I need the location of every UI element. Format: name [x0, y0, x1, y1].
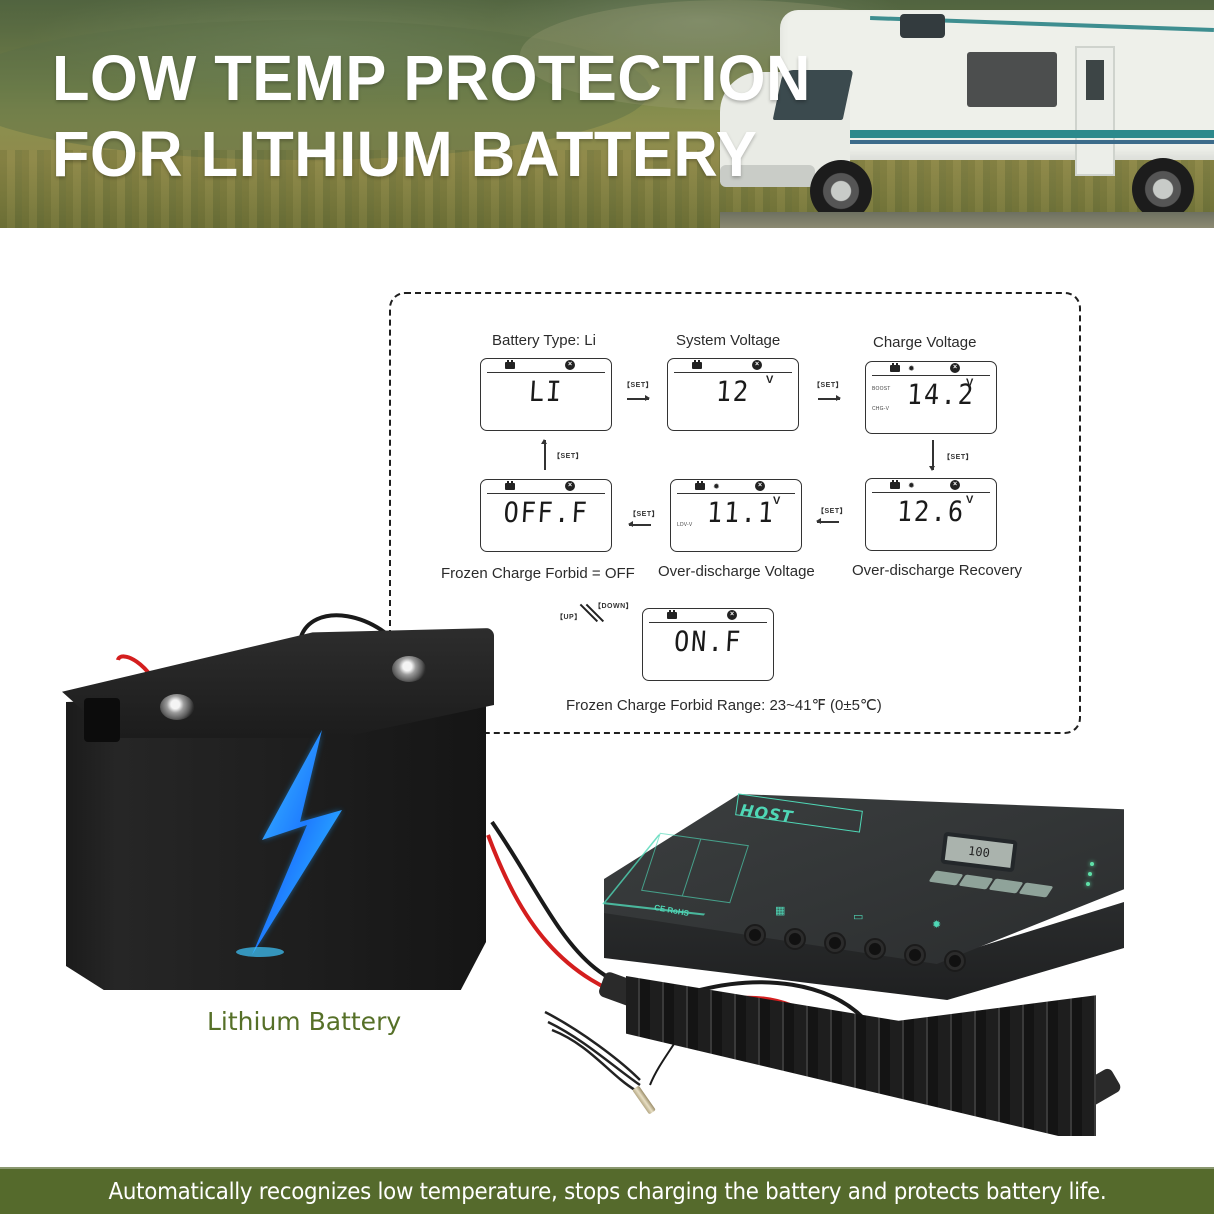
fault-icon: × [565, 481, 575, 491]
status-led [1090, 862, 1094, 866]
lithium-battery-image [62, 620, 494, 992]
set-key-label: 【SET】 [623, 382, 654, 389]
up-key-label: 【UP】 [556, 614, 582, 621]
down-key-label: 【DOWN】 [594, 603, 634, 610]
fault-icon: × [755, 481, 765, 491]
step-label-over-discharge-recovery: Over-discharge Recovery [852, 562, 1023, 579]
status-led [1088, 872, 1092, 876]
battery-icon [890, 480, 900, 489]
hero-title-line-2: FOR LITHIUM BATTERY [52, 118, 758, 190]
lcd-over-discharge-voltage: ✹ × LDV-V 11.1 V [670, 479, 802, 552]
sun-icon: ✹ [908, 481, 915, 490]
battery-terminal-icon: ▭ [853, 911, 864, 923]
battery-icon [667, 610, 677, 619]
step-label-charge-voltage: Charge Voltage [873, 334, 977, 351]
lcd-value: OFF.F [502, 496, 590, 529]
rv-image [720, 0, 1214, 228]
lcd-charge-voltage: ✹ × BOOST CHG-V 14.2 V [865, 361, 997, 434]
load-neg-port [944, 950, 966, 972]
heatsink-fins [626, 976, 1096, 1136]
step-label-battery-type: Battery Type: Li [492, 332, 596, 349]
arrow-down-icon [929, 440, 935, 471]
positive-terminal [160, 694, 194, 720]
battery-pos-port [824, 932, 846, 954]
lcd-value: 14.2 [906, 378, 977, 411]
battery-icon [695, 481, 705, 490]
solar-charge-controller-image: HOST CE RoHS 100 ▦ ▭ ✹ [560, 780, 1140, 1160]
solar-neg-port [784, 928, 806, 950]
sun-icon: ✹ [713, 482, 720, 491]
set-key-label: 【SET】 [629, 511, 660, 518]
lcd-unit: V [966, 494, 974, 506]
battery-caption: Lithium Battery [207, 1007, 402, 1036]
set-key-label: 【SET】 [817, 508, 848, 515]
arrow-right-icon [818, 395, 841, 401]
lcd-value: LI [528, 375, 565, 408]
spec-table [641, 832, 749, 904]
lcd-value: ON.F [673, 625, 744, 658]
fault-icon: × [950, 480, 960, 490]
lcd-unit: V [766, 374, 774, 386]
arrow-left-icon [628, 521, 651, 527]
battery-neg-port [864, 938, 886, 960]
battery-icon [505, 481, 515, 490]
hero-banner: LOW TEMP PROTECTION FOR LITHIUM BATTERY [0, 0, 1214, 228]
lcd-tag-chg-v: CHG-V [872, 406, 890, 412]
status-led [1086, 882, 1090, 886]
solar-pos-port [744, 924, 766, 946]
lcd-unit: V [966, 377, 974, 389]
load-pos-port [904, 944, 926, 966]
fault-icon: × [950, 363, 960, 373]
arrow-right-icon [627, 395, 650, 401]
lcd-tag-boost: BOOST [872, 386, 891, 392]
lcd-tag-ldv-v: LDV-V [677, 522, 693, 528]
footer-banner: Automatically recognizes low temperature… [0, 1167, 1214, 1214]
lcd-system-voltage: × 12 V [667, 358, 799, 431]
set-key-label: 【SET】 [813, 382, 844, 389]
solar-panel-icon: ▦ [775, 905, 786, 917]
step-label-over-discharge-voltage: Over-discharge Voltage [658, 563, 815, 580]
hero-title: LOW TEMP PROTECTION FOR LITHIUM BATTERY [52, 40, 820, 192]
lightning-bolt-icon [236, 730, 342, 957]
battery-icon [890, 363, 900, 372]
lcd-battery-type: × LI [480, 358, 612, 431]
fault-icon: × [752, 360, 762, 370]
set-key-label: 【SET】 [553, 453, 584, 460]
hero-title-line-1: LOW TEMP PROTECTION [52, 42, 811, 114]
lcd-frozen-charge-forbid: × OFF.F [480, 479, 612, 552]
controller-lcd-reading: 100 [944, 836, 1014, 868]
arrow-left-icon [816, 518, 839, 524]
fault-icon: × [565, 360, 575, 370]
step-label-frozen-charge-forbid: Frozen Charge Forbid = OFF [441, 565, 635, 582]
sun-icon: ✹ [908, 364, 915, 373]
lcd-over-discharge-recovery: ✹ × 12.6 V [865, 478, 997, 551]
settings-flow-diagram: Battery Type: Li × LI 【SET】 System Volta… [389, 292, 1081, 734]
lcd-value: 12 [715, 375, 752, 408]
lcd-unit: V [773, 495, 781, 507]
negative-terminal [392, 656, 426, 682]
load-icon: ✹ [932, 919, 942, 931]
set-key-label: 【SET】 [943, 454, 974, 461]
lcd-frozen-charge-range: × ON.F [642, 608, 774, 681]
battery-icon [505, 360, 515, 369]
fault-icon: × [727, 610, 737, 620]
footer-tagline: Automatically recognizes low temperature… [108, 1178, 1106, 1205]
arrow-up-icon [541, 439, 547, 470]
step-label-frozen-charge-range: Frozen Charge Forbid Range: 23~41℉ (0±5℃… [566, 697, 882, 714]
battery-icon [692, 360, 702, 369]
step-label-system-voltage: System Voltage [676, 332, 781, 349]
